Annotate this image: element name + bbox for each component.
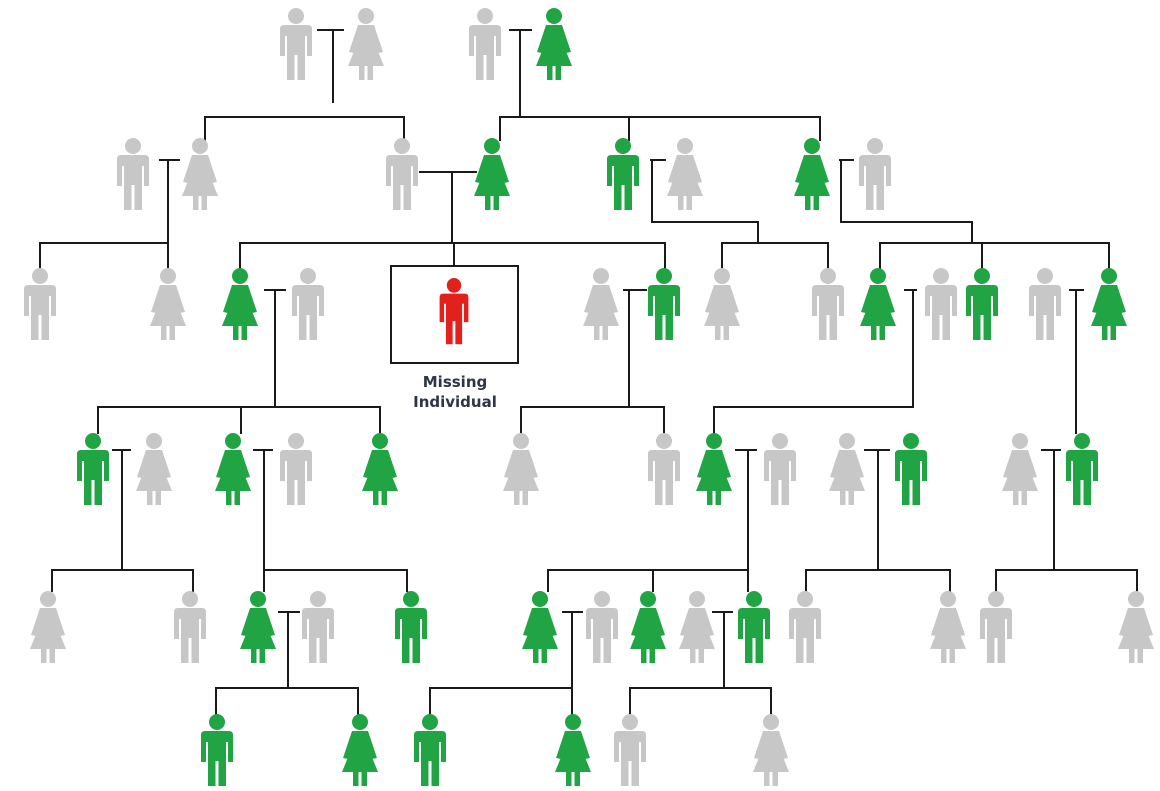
female-person-icon (829, 433, 865, 505)
male-person-icon (586, 591, 618, 663)
female-person-icon (1091, 268, 1127, 340)
female-person-icon (342, 714, 378, 786)
male-person-icon (395, 591, 427, 663)
female-person-icon (1118, 591, 1154, 663)
male-person-icon (738, 591, 770, 663)
male-person-icon (77, 433, 109, 505)
female-person-icon (794, 138, 830, 210)
female-person-icon (503, 433, 539, 505)
male-person-icon (117, 138, 149, 210)
missing-individual-label: Missing Individual (380, 372, 530, 412)
female-person-icon (696, 433, 732, 505)
female-person-icon (630, 591, 666, 663)
male-person-icon (439, 278, 469, 345)
female-person-icon (474, 138, 510, 210)
female-person-icon (240, 591, 276, 663)
male-person-icon (764, 433, 796, 505)
female-person-icon (679, 591, 715, 663)
male-person-icon (302, 591, 334, 663)
female-person-icon (860, 268, 896, 340)
male-person-icon (280, 8, 312, 80)
male-person-icon (1066, 433, 1098, 505)
tree-connector-lines (39, 29, 1138, 715)
female-person-icon (150, 268, 186, 340)
male-person-icon (414, 714, 446, 786)
female-person-icon (930, 591, 966, 663)
female-person-icon (30, 591, 66, 663)
male-person-icon (648, 433, 680, 505)
missing-label-line-2: Individual (413, 393, 497, 411)
female-person-icon (348, 8, 384, 80)
male-person-icon (859, 138, 891, 210)
male-person-icon (812, 268, 844, 340)
male-person-icon (386, 138, 418, 210)
male-person-icon (469, 8, 501, 80)
female-person-icon (136, 433, 172, 505)
female-person-icon (555, 714, 591, 786)
male-person-icon (895, 433, 927, 505)
male-person-icon (292, 268, 324, 340)
male-person-icon (174, 591, 206, 663)
female-person-icon (667, 138, 703, 210)
male-person-icon (614, 714, 646, 786)
male-person-icon (789, 591, 821, 663)
female-person-icon (522, 591, 558, 663)
female-person-icon (222, 268, 258, 340)
male-person-icon (980, 591, 1012, 663)
male-person-icon (966, 268, 998, 340)
female-person-icon (1002, 433, 1038, 505)
male-person-icon (1029, 268, 1061, 340)
female-person-icon (215, 433, 251, 505)
missing-label-line-1: Missing (422, 373, 488, 391)
male-person-icon (24, 268, 56, 340)
people-icons (24, 8, 1154, 786)
female-person-icon (182, 138, 218, 210)
female-person-icon (536, 8, 572, 80)
female-person-icon (704, 268, 740, 340)
male-person-icon (280, 433, 312, 505)
female-person-icon (362, 433, 398, 505)
female-person-icon (753, 714, 789, 786)
female-person-icon (583, 268, 619, 340)
male-person-icon (925, 268, 957, 340)
male-person-icon (201, 714, 233, 786)
male-person-icon (648, 268, 680, 340)
male-person-icon (607, 138, 639, 210)
